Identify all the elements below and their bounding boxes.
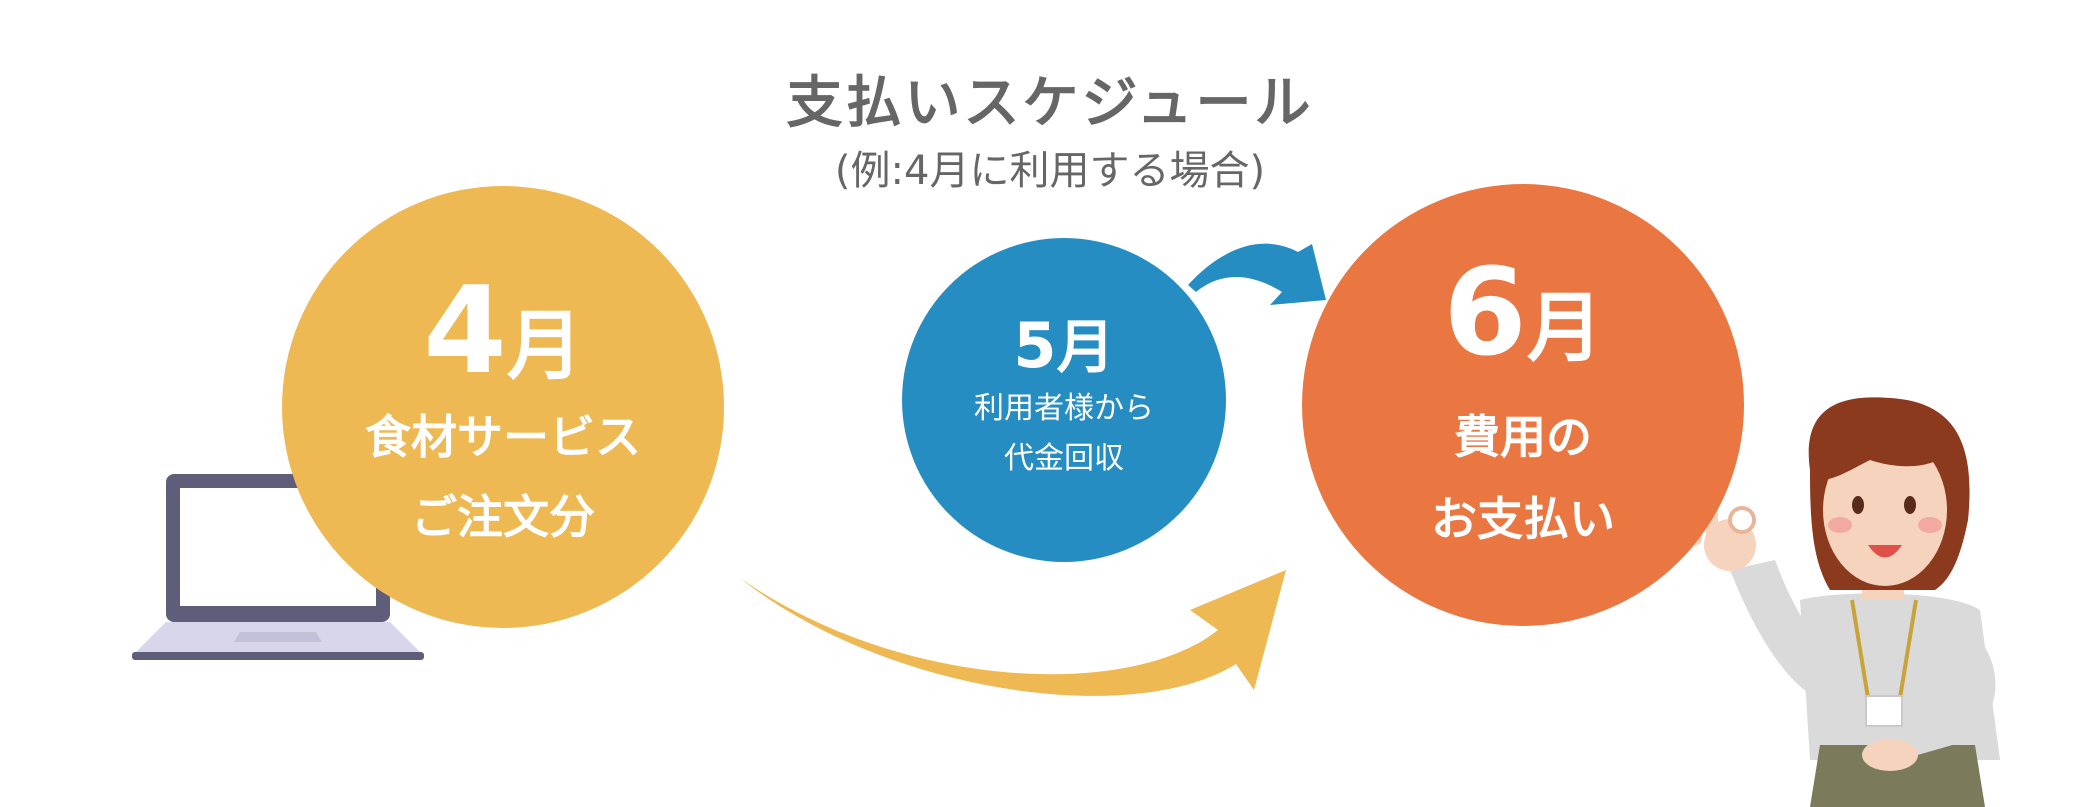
laptop-touchpad [234, 632, 322, 642]
blue-arrow [1188, 243, 1326, 305]
person-skirt [1810, 745, 1985, 807]
step-may-month-number: 5 [1013, 309, 1057, 382]
diagram-title: 支払いスケジュール [786, 71, 1314, 136]
person-arm-raised [1730, 560, 1840, 700]
step-june-month-unit: 月 [1526, 283, 1603, 372]
step-may-line-2: 代金回収 [1004, 441, 1124, 476]
person-name-badge [1865, 695, 1903, 727]
diagram-subtitle: (例:4月に利用する場合) [834, 148, 1266, 194]
person-lanyard [1850, 599, 1918, 699]
step-may-line-1: 利用者様から [974, 391, 1154, 426]
person-bangs [1820, 424, 1955, 480]
person-hand-lower [1862, 739, 1918, 771]
step-april-line-2: ご注文分 [411, 490, 595, 544]
step-april-month: 4月 [282, 272, 724, 394]
person-arm-lower [1890, 620, 1996, 760]
laptop-edge [132, 652, 424, 660]
person-mouth [1868, 545, 1902, 558]
step-april-circle: 4月 食材サービス ご注文分 [282, 186, 724, 628]
step-june-circle: 6月 費用の お支払い [1302, 184, 1744, 626]
yellow-arrow [740, 570, 1286, 696]
step-june-line-2: お支払い [1431, 492, 1615, 546]
person-ok-gesture-illustration [1690, 397, 2000, 807]
step-may-month-unit: 月 [1056, 313, 1115, 381]
step-june-month-number: 6 [1443, 244, 1527, 383]
step-april-month-unit: 月 [506, 301, 583, 390]
step-may-month: 5月 [902, 300, 1226, 384]
step-june-month: 6月 [1302, 254, 1744, 376]
step-april-line-1: 食材サービス [365, 410, 641, 464]
person-face [1823, 434, 1947, 586]
step-may-circle: 5月 利用者様から 代金回収 [902, 238, 1226, 562]
step-april-month-number: 4 [423, 262, 507, 401]
step-june-line-1: 費用の [1454, 410, 1592, 464]
